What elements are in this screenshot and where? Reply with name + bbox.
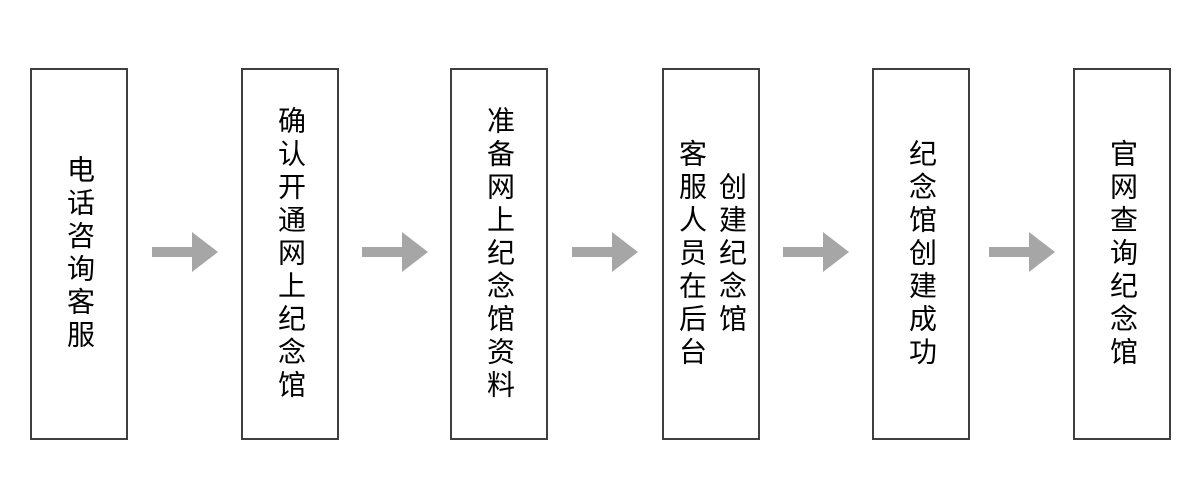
flow-step-2: 确认开通网上纪念馆 — [241, 68, 339, 440]
right-arrow-shape — [572, 232, 638, 272]
right-arrow-icon — [572, 232, 638, 272]
flow-step-6-text: 官网查询纪念馆 — [1102, 139, 1142, 370]
right-arrow-icon — [989, 232, 1055, 272]
right-arrow-shape — [783, 232, 849, 272]
flow-step-label: 客服人员在后台 — [676, 138, 707, 370]
right-arrow-shape — [362, 232, 428, 272]
flow-step-label: 官网查询纪念馆 — [1107, 138, 1138, 370]
right-arrow-icon — [783, 232, 849, 272]
flow-step-2-text: 确认开通网上纪念馆 — [270, 106, 310, 403]
right-arrow-shape — [152, 232, 218, 272]
flow-step-1-text: 电话咨询客服 — [59, 155, 99, 353]
right-arrow-icon — [152, 232, 218, 272]
flow-step-label: 电话咨询客服 — [64, 155, 95, 353]
flow-step-4-text: 客服人员在后台 创建纪念馆 — [671, 139, 751, 370]
flow-step-label-second-column: 创建纪念馆 — [716, 171, 747, 337]
flow-step-3-text: 准备网上纪念馆资料 — [479, 106, 519, 403]
flow-step-label: 纪念馆创建成功 — [906, 138, 937, 370]
flow-step-label: 确认开通网上纪念馆 — [275, 105, 306, 403]
flow-step-5: 纪念馆创建成功 — [872, 68, 970, 440]
right-arrow-icon — [362, 232, 428, 272]
flow-step-label: 准备网上纪念馆资料 — [484, 105, 515, 403]
right-arrow-shape — [989, 232, 1055, 272]
flow-step-4: 客服人员在后台 创建纪念馆 — [662, 68, 760, 440]
flow-step-5-text: 纪念馆创建成功 — [901, 139, 941, 370]
flow-step-1: 电话咨询客服 — [30, 68, 128, 440]
flow-step-6: 官网查询纪念馆 — [1073, 68, 1171, 440]
flow-step-3: 准备网上纪念馆资料 — [450, 68, 548, 440]
